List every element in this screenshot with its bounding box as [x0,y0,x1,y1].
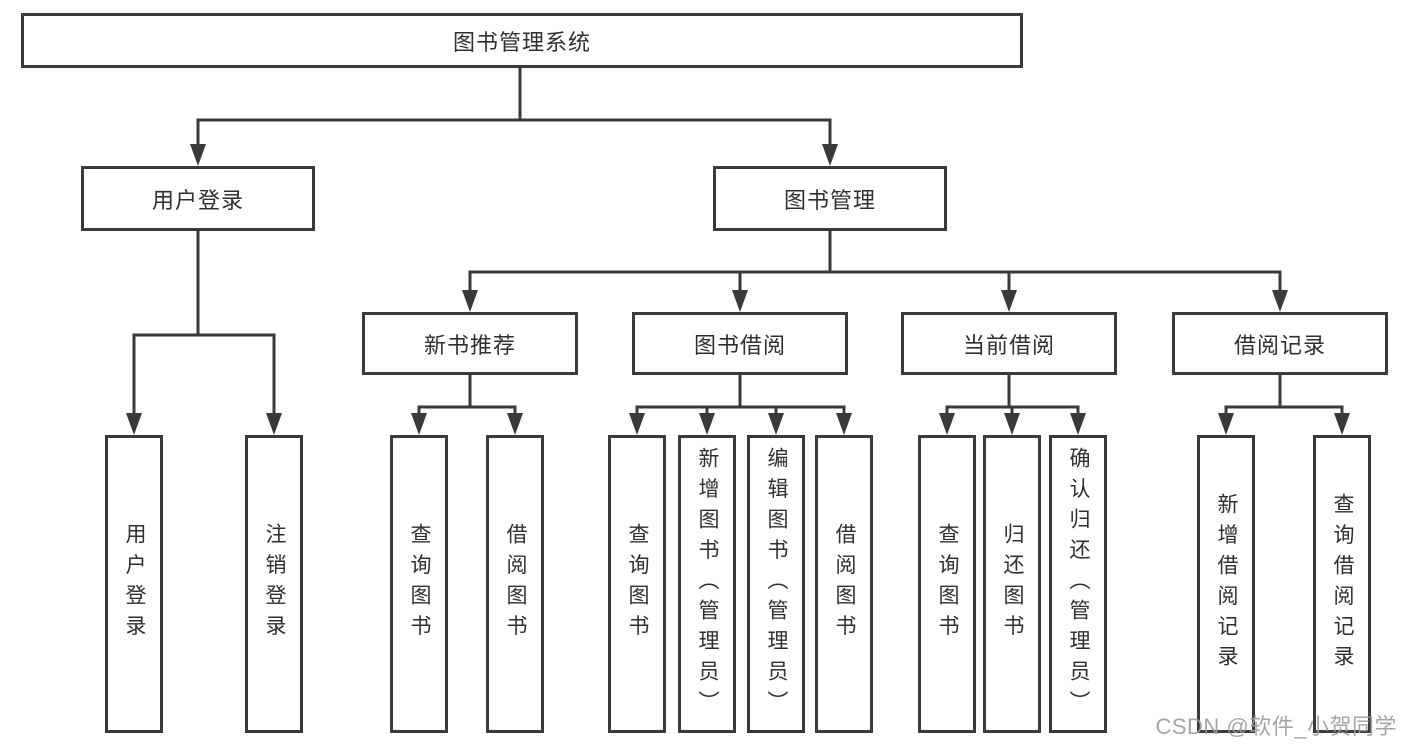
node-book-borrowing-label: 图书借阅 [693,332,786,358]
leaf-cb-confirm-return-admin-label: 确认归还（管理员） [1067,446,1091,722]
node-new-book-recommend: 新书推荐 [362,312,578,375]
leaf-br-add-record: 新增借阅记录 [1197,435,1255,733]
node-book-management-label: 图书管理 [783,187,876,213]
leaf-nbr-query-book-label: 查询图书 [408,523,432,645]
leaf-bb-edit-book-admin-label: 编辑图书（管理员） [765,446,789,722]
leaf-user-login-label: 用户登录 [123,523,147,645]
leaf-bb-borrow-book: 借阅图书 [815,435,873,733]
leaf-cb-confirm-return-admin: 确认归还（管理员） [1049,435,1107,733]
leaf-bb-add-book-admin: 新增图书（管理员） [678,435,736,733]
node-user-login: 用户登录 [81,166,315,231]
node-current-borrowing-label: 当前借阅 [962,332,1055,358]
node-book-management: 图书管理 [713,166,947,231]
leaf-logout: 注销登录 [245,435,303,733]
leaf-user-login: 用户登录 [105,435,163,733]
arrowheads [126,144,1350,435]
node-borrowing-records: 借阅记录 [1172,312,1388,375]
leaf-cb-return-book: 归还图书 [983,435,1041,733]
node-book-borrowing: 图书借阅 [632,312,848,375]
node-borrowing-records-label: 借阅记录 [1233,332,1326,358]
leaf-cb-return-book-label: 归还图书 [1001,523,1025,645]
leaf-bb-query-book: 查询图书 [608,435,666,733]
leaf-cb-query-book: 查询图书 [918,435,976,733]
csdn-watermark: CSDN @软件_小贺同学 [1155,714,1397,739]
leaf-nbr-borrow-book-label: 借阅图书 [504,523,528,645]
leaf-br-query-record: 查询借阅记录 [1313,435,1371,733]
node-new-book-recommend-label: 新书推荐 [423,332,516,358]
leaf-br-query-record-label: 查询借阅记录 [1331,492,1355,676]
leaf-br-add-record-label: 新增借阅记录 [1215,492,1239,676]
leaf-bb-edit-book-admin: 编辑图书（管理员） [747,435,805,733]
leaf-nbr-query-book: 查询图书 [390,435,448,733]
node-root-system: 图书管理系统 [21,13,1023,68]
leaf-nbr-borrow-book: 借阅图书 [486,435,544,733]
leaf-bb-add-book-admin-label: 新增图书（管理员） [696,446,720,722]
leaf-bb-query-book-label: 查询图书 [626,523,650,645]
leaf-cb-query-book-label: 查询图书 [936,523,960,645]
node-root-system-label: 图书管理系统 [452,29,591,55]
node-user-login-label: 用户登录 [151,187,244,213]
node-current-borrowing: 当前借阅 [901,312,1117,375]
leaf-logout-label: 注销登录 [263,523,287,645]
leaf-bb-borrow-book-label: 借阅图书 [833,523,857,645]
